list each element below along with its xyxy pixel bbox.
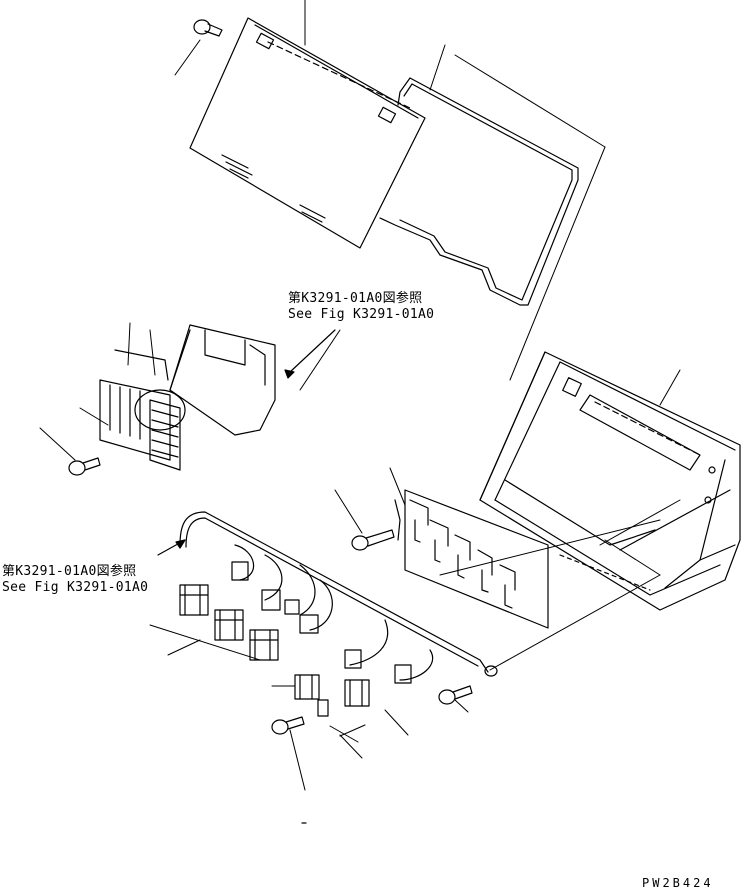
wiring-harness <box>180 512 497 683</box>
relay-bracket-plate <box>395 490 548 628</box>
reference-label-upper: 第K3291-01A0図参照 See Fig K3291-01A0 <box>288 291 434 323</box>
reference-label-upper-ja: 第K3291-01A0図参照 <box>288 291 423 306</box>
reference-arrows <box>158 330 335 555</box>
connector-group-left <box>180 585 278 660</box>
reference-label-lower-en: See Fig K3291-01A0 <box>2 580 149 595</box>
box-housing <box>480 352 740 610</box>
reference-label-upper-en: See Fig K3291-01A0 <box>288 307 435 322</box>
fuse-box-bracket <box>170 325 275 435</box>
relay-clips <box>395 500 515 608</box>
cover-seal-gasket <box>380 78 578 305</box>
bottom-bolt-right <box>439 686 472 704</box>
leader-lines <box>40 0 680 790</box>
reference-label-lower-ja: 第K3291-01A0図参照 <box>2 564 137 579</box>
connector-group-bottom <box>295 675 369 716</box>
fuse-box <box>100 350 185 470</box>
top-cover-plate <box>190 18 425 248</box>
bottom-bolt-left <box>272 717 304 734</box>
cover-screw <box>194 20 222 36</box>
fuse-box-screw <box>69 458 100 475</box>
reference-label-lower: 第K3291-01A0図参照 See Fig K3291-01A0 <box>2 564 148 596</box>
mounting-bolt <box>352 530 394 550</box>
harness-connectors <box>232 562 411 683</box>
drawing-code: PW2B424 <box>642 876 714 890</box>
